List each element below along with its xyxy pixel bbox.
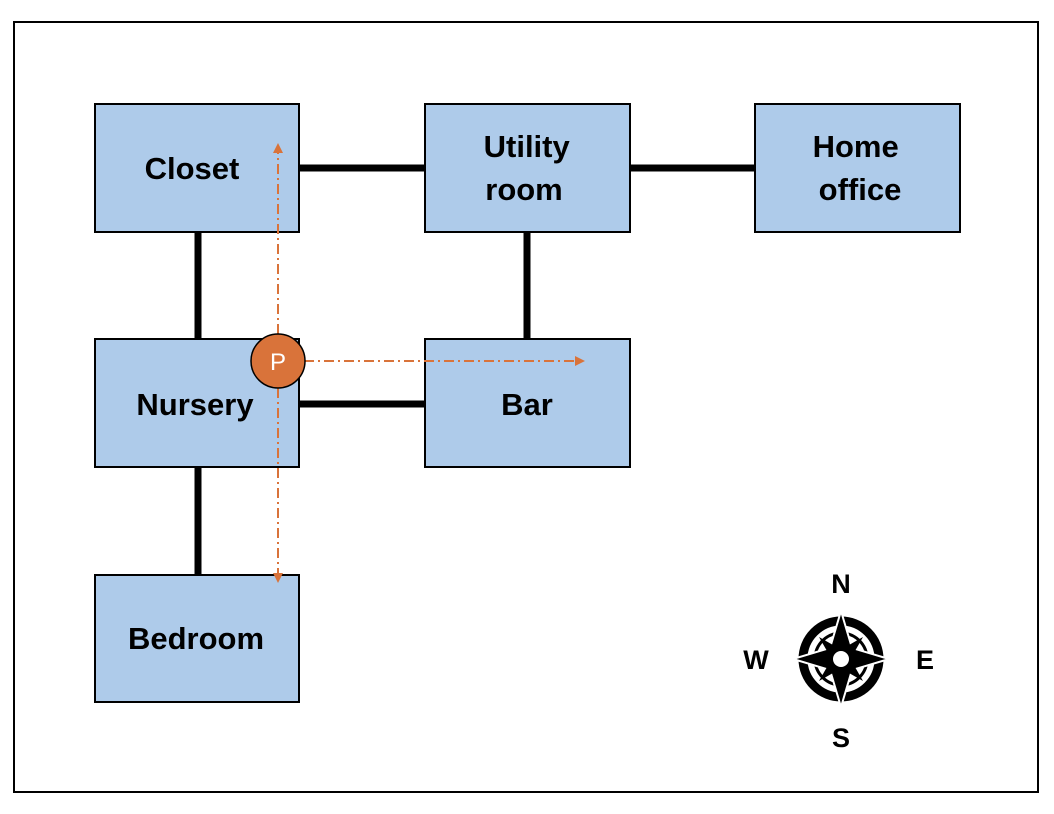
room-closet-label-line-1: Closet bbox=[145, 151, 240, 186]
room-bar: Bar bbox=[424, 338, 631, 468]
compass-rose: N S E W bbox=[743, 569, 934, 753]
room-bedroom-box bbox=[94, 574, 300, 703]
compass-label-west: W bbox=[743, 645, 769, 675]
room-home-office-label-line-2: office bbox=[819, 172, 902, 207]
room-utility-room-box bbox=[424, 103, 631, 233]
room-bar-label: Bar bbox=[501, 387, 553, 422]
room-home-office-box bbox=[754, 103, 961, 233]
room-home-office-label-line-1: Home bbox=[813, 129, 899, 164]
room-closet-box bbox=[94, 103, 300, 233]
compass-icon bbox=[789, 607, 893, 711]
room-bedroom-label-line-1: Bedroom bbox=[128, 621, 264, 656]
room-bedroom: Bedroom bbox=[94, 574, 300, 703]
room-bar-label-line-1: Bar bbox=[501, 387, 553, 422]
room-utility-room-label-line-2: room bbox=[485, 172, 563, 207]
room-utility-room: Utility room bbox=[424, 103, 631, 233]
position-marker-circle bbox=[250, 333, 306, 389]
room-home-office: Home office bbox=[754, 103, 961, 233]
room-nursery-label: Nursery bbox=[136, 387, 254, 422]
position-marker: P bbox=[250, 333, 306, 389]
compass-label-east: E bbox=[916, 645, 934, 675]
room-utility-room-label-line-1: Utility bbox=[484, 129, 571, 164]
room-closet-label: Closet bbox=[145, 151, 240, 186]
compass-center bbox=[833, 651, 849, 667]
room-bedroom-label: Bedroom bbox=[128, 621, 264, 656]
position-marker-label: P bbox=[270, 349, 286, 376]
room-home-office-label: Home office bbox=[813, 129, 908, 207]
direction-arrows bbox=[273, 143, 585, 583]
room-utility-room-label: Utility room bbox=[484, 129, 579, 207]
compass-label-north: N bbox=[831, 569, 851, 599]
compass-label-south: S bbox=[832, 723, 850, 753]
connectors bbox=[194, 164, 755, 575]
room-nursery-label-line-1: Nursery bbox=[136, 387, 254, 422]
room-closet: Closet bbox=[94, 103, 300, 233]
